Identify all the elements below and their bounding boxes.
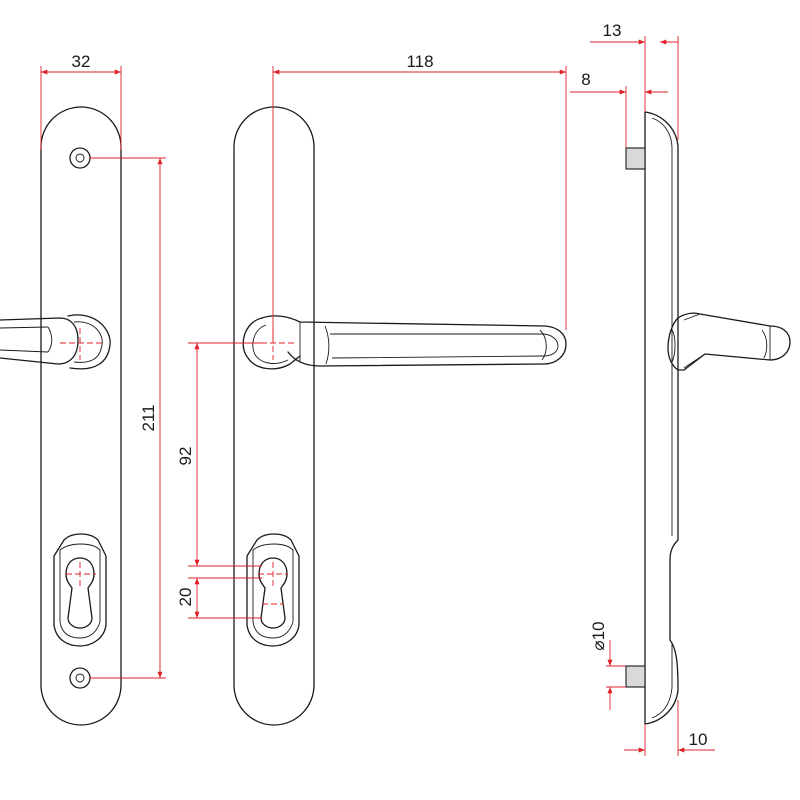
euro-profile-left bbox=[65, 557, 95, 629]
fixing-boss-bottom bbox=[625, 665, 646, 688]
fixing-hole-bottom-left bbox=[69, 667, 91, 689]
cylinder-cutout-left bbox=[53, 533, 107, 647]
dim-cylinder-offset: 20 bbox=[176, 588, 195, 607]
lever-arm-middle bbox=[261, 315, 567, 367]
euro-profile-middle bbox=[258, 557, 288, 629]
backplate-left bbox=[40, 106, 122, 726]
fixing-boss-top bbox=[625, 147, 646, 170]
left-front-view bbox=[0, 106, 122, 726]
lever-side bbox=[667, 312, 791, 371]
dim-fixing-centres: 211 bbox=[139, 404, 158, 431]
dim-lever-to-cylinder: 92 bbox=[176, 447, 195, 466]
dimensions: 32 118 211 92 20 13 8 bbox=[40, 21, 715, 756]
fixing-hole-top-left bbox=[69, 147, 91, 169]
dim-fixing-diameter: ⌀10 bbox=[589, 621, 608, 650]
dim-total-depth: 13 bbox=[603, 21, 622, 40]
cylinder-cutout-middle bbox=[246, 533, 300, 647]
side-view bbox=[625, 111, 791, 725]
backplate-side bbox=[644, 111, 679, 725]
backplate-middle bbox=[233, 106, 315, 726]
dim-boss-depth: 8 bbox=[581, 70, 590, 89]
middle-front-view bbox=[233, 106, 567, 726]
lever-boss-left bbox=[67, 314, 111, 370]
dim-plate-thickness: 10 bbox=[689, 730, 708, 749]
lever-boss-middle bbox=[242, 317, 301, 370]
lever-arm-left bbox=[0, 317, 79, 365]
dim-lever-length: 118 bbox=[406, 52, 433, 71]
dim-plate-width: 32 bbox=[72, 52, 91, 71]
